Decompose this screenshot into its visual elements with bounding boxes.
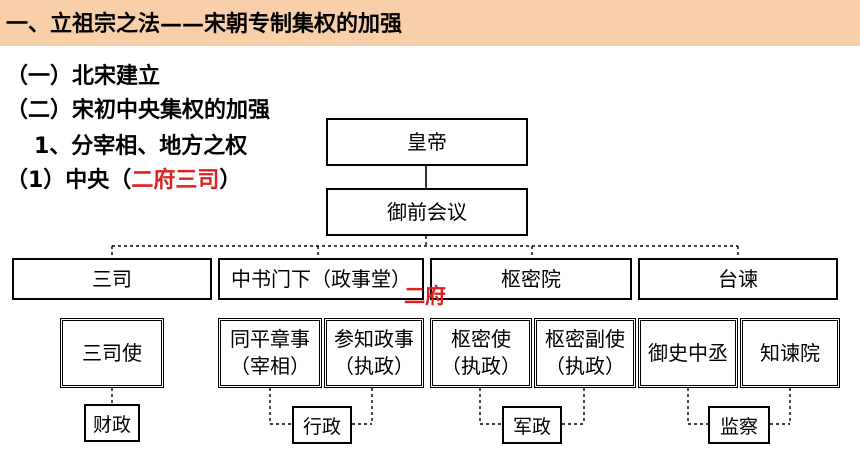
office-name: 御史中丞 [648, 340, 728, 365]
dept-box-sansi: 三司 [12, 258, 212, 300]
dept-label: 枢密院 [501, 266, 561, 291]
office-role: （执政） [545, 354, 625, 378]
office-box: 参知政事 （执政） [324, 318, 424, 388]
function-box: 军政 [502, 406, 562, 444]
office-name: 枢密使 [451, 327, 511, 351]
office-role: （执政） [334, 354, 414, 378]
erfu-overlay-label: 二府 [404, 284, 446, 308]
office-box: 同平章事 （宰相） [218, 318, 322, 388]
office-name: 参知政事 [334, 327, 414, 351]
function-label: 行政 [302, 415, 341, 438]
dept-label: 台谏 [718, 266, 758, 291]
outline-item-4: （1）中央（二府三司） [6, 162, 241, 194]
page-title: 一、立祖宗之法——宋朝专制集权的加强 [6, 12, 403, 37]
dept-box-zhongshu: 中书门下（政事堂） [218, 258, 424, 300]
office-box: 枢密副使 （执政） [534, 318, 636, 388]
office-name: 三司使 [82, 340, 142, 365]
dept-box-taijian: 台谏 [638, 258, 838, 300]
office-name: 枢密副使 [545, 327, 625, 351]
office-box: 枢密使 （执政） [430, 318, 532, 388]
emperor-box: 皇帝 [326, 118, 528, 166]
emperor-label: 皇帝 [407, 129, 447, 154]
dept-label: 中书门下（政事堂） [231, 266, 411, 291]
office-box: 御史中丞 [638, 318, 738, 388]
outline-highlight: 二府三司 [131, 168, 220, 193]
office-role: （执政） [441, 354, 521, 378]
council-box: 御前会议 [326, 188, 528, 236]
council-label: 御前会议 [387, 199, 467, 224]
outline-item-4-prefix: （1）中央（ [6, 168, 132, 193]
function-box: 行政 [292, 406, 352, 444]
dept-box-shumi: 枢密院 [430, 258, 632, 300]
outline-item-1: （一）北宋建立 [6, 64, 161, 89]
outline-item-2: （二）宋初中央集权的加强 [6, 98, 271, 123]
office-role: （宰相） [230, 354, 310, 378]
function-label: 监察 [719, 415, 758, 438]
function-label: 财政 [92, 413, 131, 436]
outline-item-4-close: ） [219, 168, 242, 193]
function-box: 财政 [84, 404, 140, 442]
dept-label: 三司 [92, 266, 132, 291]
function-box: 监察 [708, 406, 770, 444]
office-box: 三司使 [60, 318, 164, 388]
header-banner: 一、立祖宗之法——宋朝专制集权的加强 [0, 0, 860, 46]
office-name: 知谏院 [760, 340, 820, 365]
office-name: 同平章事 [230, 327, 310, 351]
function-label: 军政 [512, 415, 551, 438]
outline-item-3: 1、分宰相、地方之权 [34, 134, 248, 159]
office-box: 知谏院 [740, 318, 840, 388]
